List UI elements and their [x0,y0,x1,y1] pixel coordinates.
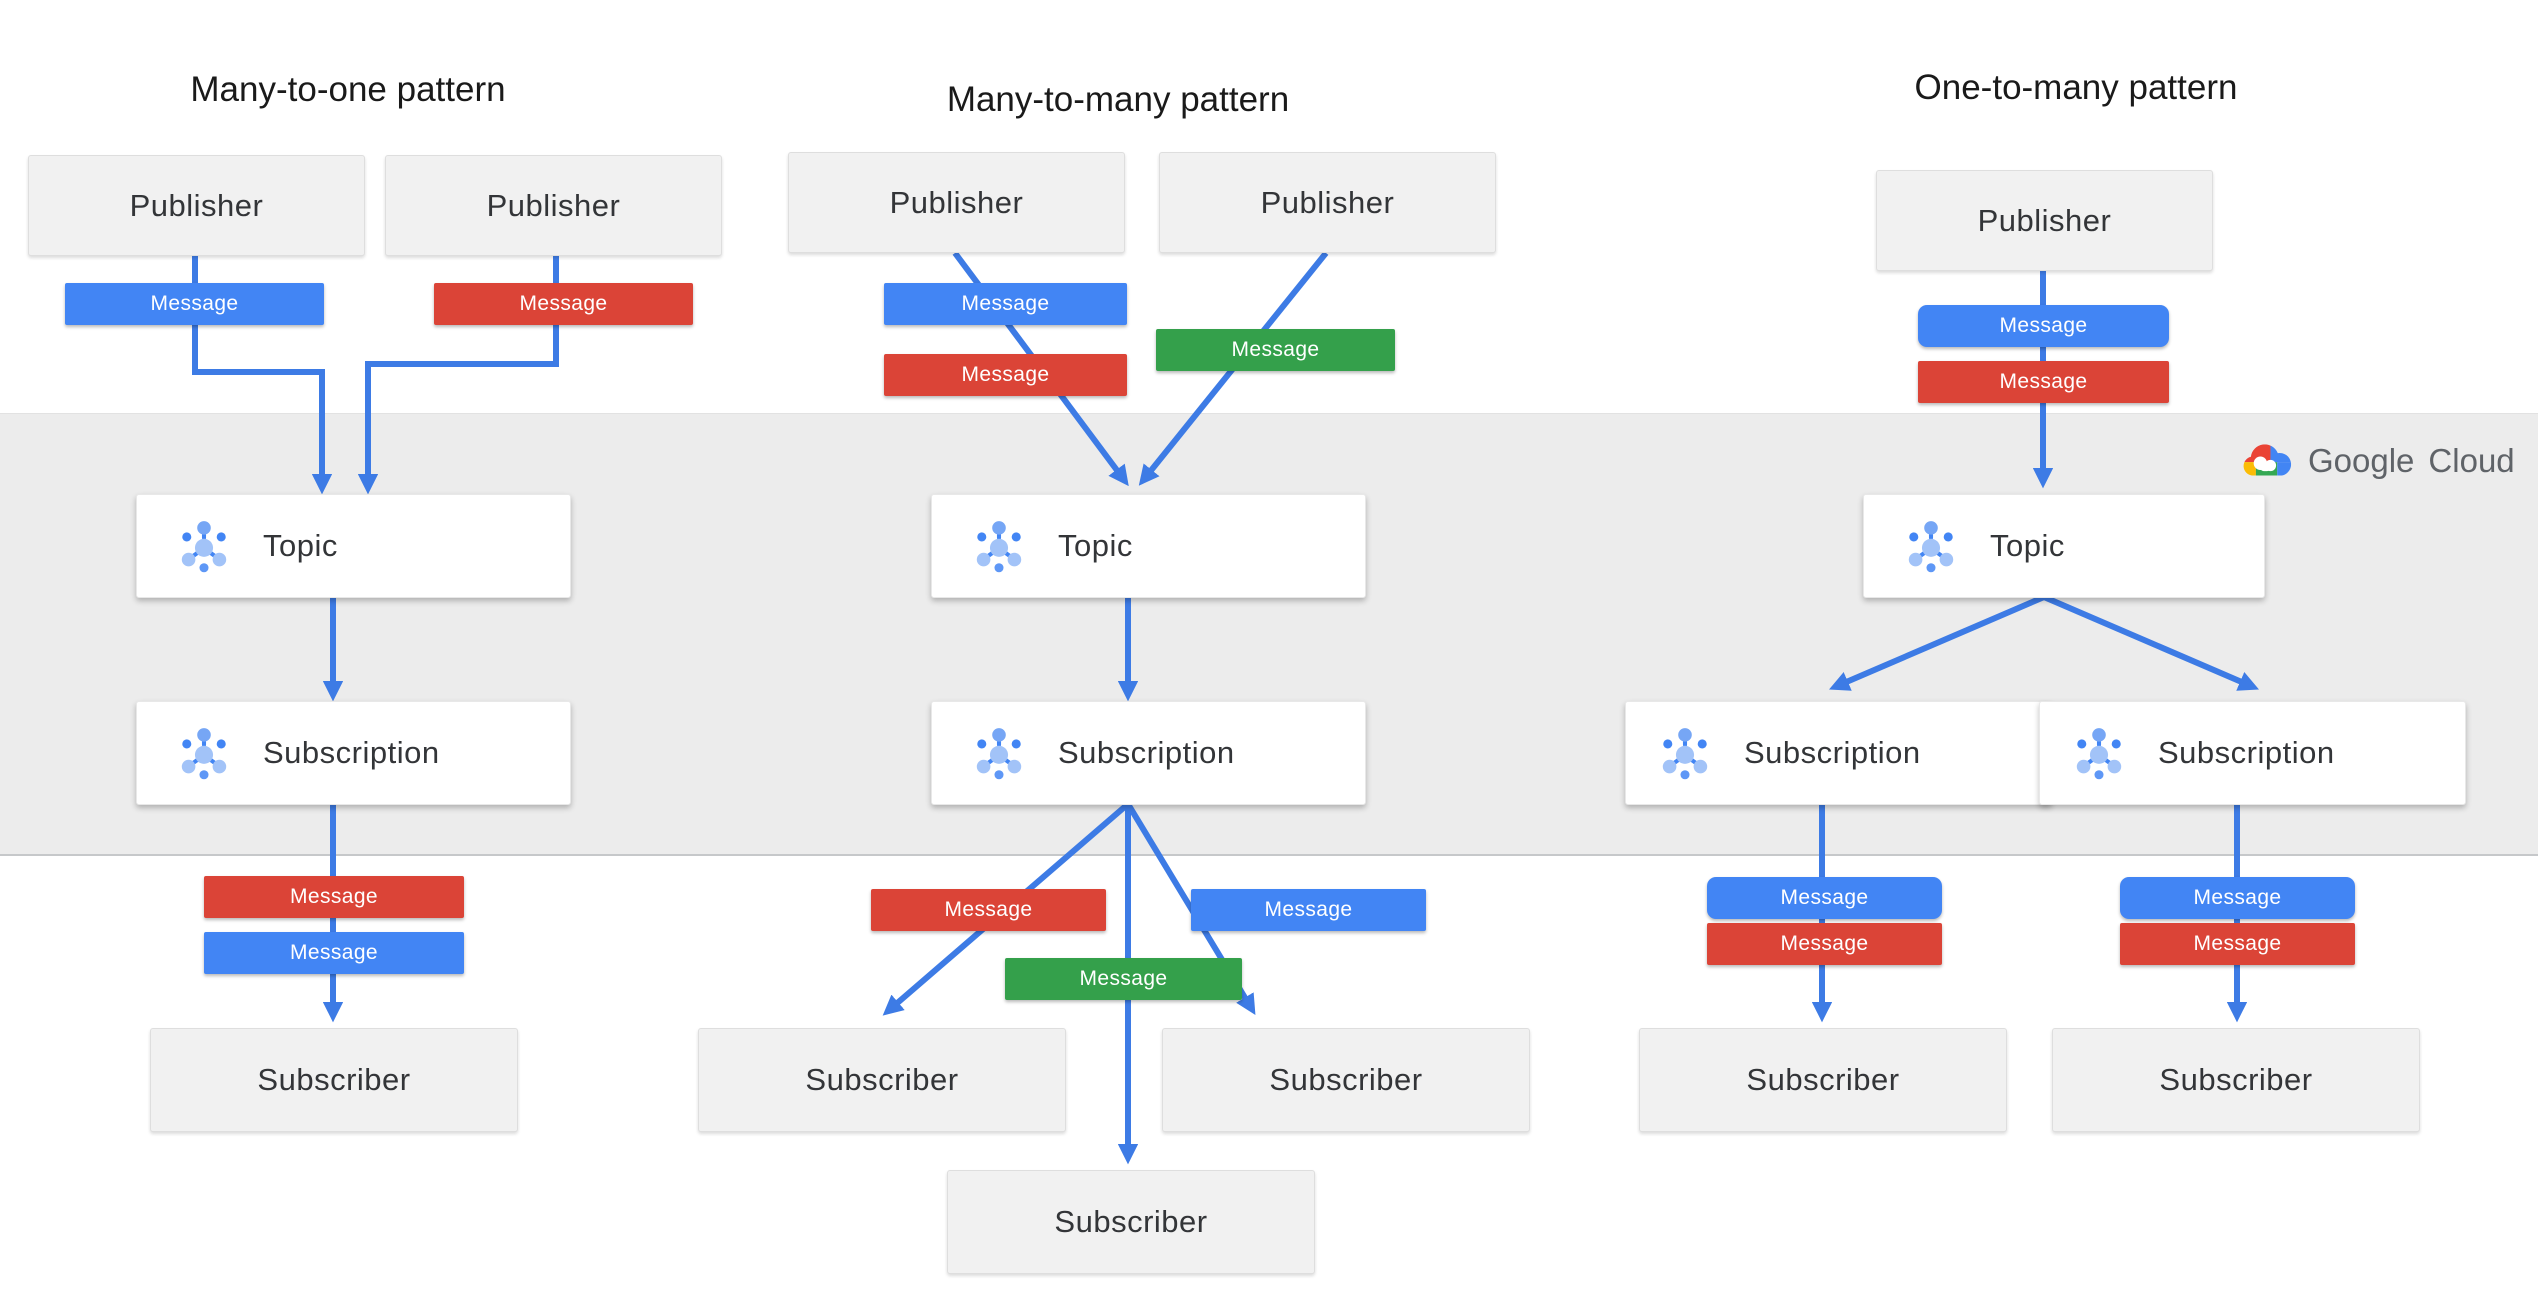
message-chip-blue: Message [1707,877,1942,919]
publisher-box: Publisher [788,152,1125,253]
subscription-label: Subscription [1744,735,1921,770]
subscription-label: Subscription [2158,735,2335,770]
title-many-to-one: Many-to-one pattern [190,70,506,109]
pubsub-subscription-icon [970,724,1028,782]
subscription-box: Subscription [136,701,571,805]
subscriber-box: Subscriber [947,1170,1315,1274]
subscription-label: Subscription [263,735,440,770]
publisher-label: Publisher [889,184,1024,220]
publisher-label: Publisher [129,187,264,223]
logo-text-cloud: Cloud [2428,442,2515,479]
message-chip-blue: Message [884,283,1127,325]
subscriber-box: Subscriber [698,1028,1066,1132]
message-chip-green: Message [1156,329,1395,371]
subscriber-box: Subscriber [1162,1028,1530,1132]
pubsub-topic-icon [1902,517,1960,575]
message-chip-blue: Message [1191,889,1426,931]
message-chip-green: Message [1005,958,1242,1000]
message-chip-blue: Message [65,283,324,325]
message-chip-blue: Message [1918,305,2169,347]
subscription-box: Subscription [2039,701,2466,805]
pubsub-topic-icon [175,517,233,575]
topic-box: Topic [931,494,1366,598]
subscription-box: Subscription [1625,701,2052,805]
publisher-box: Publisher [385,155,722,256]
subscriber-box: Subscriber [150,1028,518,1132]
topic-label: Topic [263,528,338,563]
pubsub-subscription-icon [2070,724,2128,782]
message-chip-red: Message [204,876,464,918]
publisher-box: Publisher [1876,170,2213,271]
message-chip-red: Message [2120,923,2355,965]
publisher-label: Publisher [1977,202,2112,238]
subscriber-label: Subscriber [257,1062,411,1097]
message-chip-red: Message [434,283,693,325]
subscriber-label: Subscriber [1054,1204,1208,1239]
message-chip-red: Message [871,889,1106,931]
topic-box: Topic [136,494,571,598]
message-chip-blue: Message [204,932,464,974]
publisher-label: Publisher [486,187,621,223]
title-many-to-many: Many-to-many pattern [946,80,1290,119]
subscriber-label: Subscriber [1746,1062,1900,1097]
publisher-label: Publisher [1260,184,1395,220]
message-chip-red: Message [1918,361,2169,403]
publisher-box: Publisher [28,155,365,256]
pubsub-subscription-icon [175,724,233,782]
google-cloud-logo: Google Cloud [2238,438,2515,484]
topic-box: Topic [1863,494,2265,598]
subscriber-box: Subscriber [1639,1028,2007,1132]
message-chip-red: Message [1707,923,1942,965]
subscription-label: Subscription [1058,735,1235,770]
subscriber-label: Subscriber [1269,1062,1423,1097]
topic-label: Topic [1990,528,2065,563]
message-chip-blue: Message [2120,877,2355,919]
pubsub-subscription-icon [1656,724,1714,782]
pubsub-topic-icon [970,517,1028,575]
publisher-box: Publisher [1159,152,1496,253]
google-cloud-icon [2243,444,2292,476]
logo-text-google: Google [2308,442,2415,479]
subscription-box: Subscription [931,701,1366,805]
subscriber-label: Subscriber [805,1062,959,1097]
subscriber-label: Subscriber [2159,1062,2313,1097]
message-chip-red: Message [884,354,1127,396]
title-one-to-many: One-to-many pattern [1914,68,2238,107]
topic-label: Topic [1058,528,1133,563]
subscriber-box: Subscriber [2052,1028,2420,1132]
